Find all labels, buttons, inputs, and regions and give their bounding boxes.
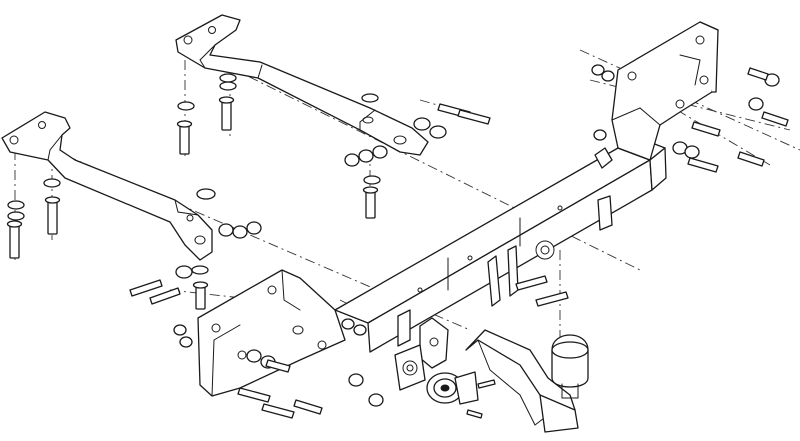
- lower-left-chassis-bracket: [1, 111, 213, 261]
- electrical-socket: [426, 371, 479, 405]
- socket-plate: [394, 317, 449, 391]
- upper-left-chassis-bracket: [175, 14, 429, 156]
- washers-and-nuts: [7, 64, 780, 407]
- crossbar-lugs: [397, 195, 613, 347]
- horizontal-bolts: [129, 67, 789, 419]
- tow-ball-neck: [465, 329, 579, 433]
- bolt-lower-1: [6, 220, 23, 259]
- bolt-upper-2: [218, 96, 235, 131]
- bolt-lower-2: [44, 196, 61, 235]
- bolt-mid: [362, 186, 379, 219]
- vertical-bolts: [6, 96, 379, 310]
- right-side-mounting-plate: [594, 21, 719, 169]
- main-crossbar: [334, 135, 667, 353]
- bolt-upper-1: [176, 120, 193, 155]
- left-side-mounting-plate: [197, 269, 346, 397]
- tow-ball: [551, 334, 589, 399]
- bolt-plate: [192, 281, 209, 310]
